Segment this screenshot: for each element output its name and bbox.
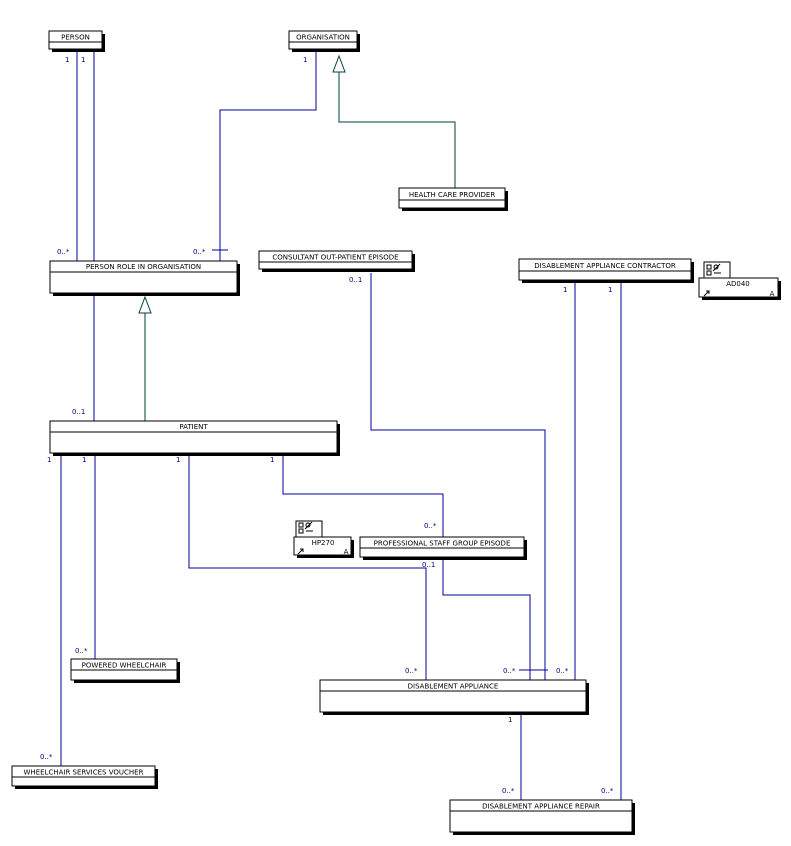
- jump-arrow-icon: [703, 290, 710, 297]
- class-name: PERSON ROLE IN ORGANISATION: [86, 263, 201, 271]
- mult-patient-appliance-to: 0..*: [405, 667, 418, 675]
- mult-patient-voucher-from: 1: [47, 456, 51, 464]
- mult-person-patient-from: 1: [81, 56, 85, 64]
- mult-appliance-repair-to: 0..*: [502, 787, 515, 795]
- gen-hcp-org-arrowhead: [332, 54, 346, 73]
- mult-patient-psge-from: 1: [270, 456, 274, 464]
- package-icon: [706, 263, 721, 276]
- mult-patient-appliance-from: 1: [176, 456, 180, 464]
- class-wheelchair-services-voucher[interactable]: WHEELCHAIR SERVICES VOUCHER: [11, 765, 158, 789]
- assoc-patient-psge-line: [282, 453, 444, 537]
- gen-patient-role-arrowhead: [138, 295, 152, 314]
- reference-corner: A: [770, 290, 775, 298]
- class-name: DISABLEMENT APPLIANCE CONTRACTOR: [534, 262, 676, 270]
- mult-psge-appliance-to: 0..*: [503, 667, 516, 675]
- mult-consultant-appliance-from: 0..1: [349, 276, 362, 284]
- class-name: HEALTH CARE PROVIDER: [409, 191, 496, 199]
- class-name: ORGANISATION: [296, 34, 350, 42]
- mult-appliance-repair-from: 1: [508, 716, 512, 724]
- mult-contractor-appliance-from: 1: [563, 286, 567, 294]
- class-disablement-appliance[interactable]: DISABLEMENT APPLIANCE: [319, 679, 589, 715]
- package-icon: [298, 521, 313, 534]
- reference-code: HP270: [312, 539, 335, 547]
- assoc-patient-appliance-line: [188, 453, 427, 680]
- reference-hp270[interactable]: HP270 A: [293, 520, 354, 558]
- class-disablement-appliance-repair[interactable]: DISABLEMENT APPLIANCE REPAIR: [449, 799, 635, 835]
- mult-contractor-repair-from: 1: [608, 286, 612, 294]
- class-professional-staff-group-episode[interactable]: PROFESSIONAL STAFF GROUP EPISODE: [359, 536, 527, 560]
- class-patient[interactable]: PATIENT: [49, 420, 340, 456]
- mult-patient-wheelchair-from: 1: [82, 456, 86, 464]
- class-person-role-in-organisation[interactable]: PERSON ROLE IN ORGANISATION: [49, 260, 240, 296]
- mult-patient-wheelchair-to: 0..*: [75, 647, 88, 655]
- class-name: DISABLEMENT APPLIANCE REPAIR: [482, 803, 600, 811]
- class-disablement-appliance-contractor[interactable]: DISABLEMENT APPLIANCE CONTRACTOR: [518, 258, 694, 283]
- reference-ad040[interactable]: AD040 A: [698, 261, 781, 300]
- mult-patient-psge-to: 0..*: [424, 522, 437, 530]
- class-name: CONSULTANT OUT-PATIENT EPISODE: [272, 254, 398, 262]
- class-consultant-out-patient-episode[interactable]: CONSULTANT OUT-PATIENT EPISODE: [258, 250, 415, 272]
- mult-person-role-from: 1: [65, 56, 69, 64]
- mult-person-patient-to: 0..1: [72, 408, 85, 416]
- class-name: DISABLEMENT APPLIANCE: [408, 683, 499, 691]
- reference-icons: AD040 A HP270 A: [293, 261, 781, 558]
- class-organisation[interactable]: ORGANISATION: [288, 30, 360, 52]
- class-name: PERSON: [61, 34, 90, 42]
- mult-org-role-from: 1: [303, 56, 307, 64]
- gen-hcp-org-line: [338, 72, 456, 188]
- mult-org-role-to: 0..*: [193, 248, 206, 256]
- assoc-psge-appliance-line: [442, 557, 531, 680]
- reference-corner: A: [344, 548, 349, 556]
- jump-arrow-icon: [297, 548, 304, 555]
- connectors: 1 0..* 1 0..1 1 0..* 0..1 1 0..* 1 0..* …: [40, 52, 622, 800]
- class-powered-wheelchair[interactable]: POWERED WHEELCHAIR: [70, 658, 180, 683]
- mult-contractor-appliance-to: 0..*: [556, 667, 569, 675]
- mult-person-role-to: 0..*: [57, 248, 70, 256]
- mult-contractor-repair-to: 0..*: [601, 787, 614, 795]
- class-name: WHEELCHAIR SERVICES VOUCHER: [24, 769, 144, 777]
- reference-code: AD040: [726, 280, 750, 288]
- class-person[interactable]: PERSON: [48, 30, 105, 52]
- assoc-consultant-appliance-line: [370, 273, 546, 680]
- mult-psge-appliance-from: 0..1: [422, 561, 435, 569]
- assoc-org-role-line: [219, 52, 317, 261]
- mult-patient-voucher-to: 0..*: [40, 753, 53, 761]
- class-name: PATIENT: [179, 423, 208, 431]
- class-health-care-provider[interactable]: HEALTH CARE PROVIDER: [398, 187, 508, 211]
- class-name: POWERED WHEELCHAIR: [82, 662, 167, 670]
- class-name: PROFESSIONAL STAFF GROUP EPISODE: [374, 540, 511, 548]
- class-boxes: PERSON ORGANISATION HEALTH CARE PROVIDER…: [11, 30, 694, 835]
